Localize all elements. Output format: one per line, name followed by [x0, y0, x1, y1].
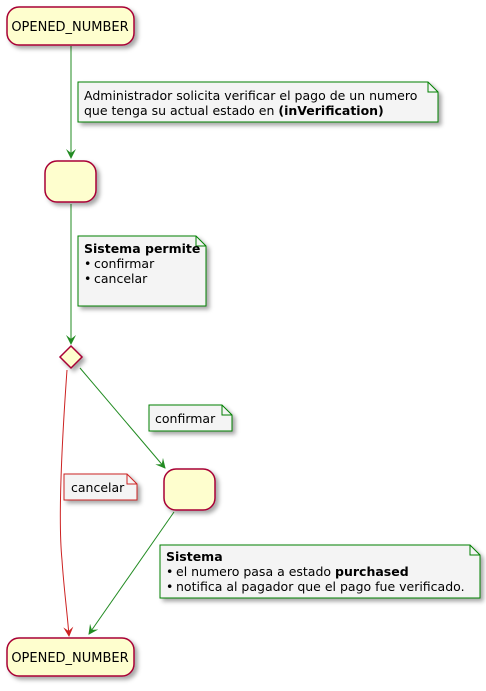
note-admin-line1: Administrador solicita verificar el pago…	[84, 88, 417, 103]
note-item-notifica: notifica al pagador que el pago fue veri…	[176, 579, 465, 594]
state-review	[44, 160, 97, 203]
state-label: OPENED_NUMBER	[11, 651, 128, 666]
note-item-cancelar: cancelar	[94, 271, 148, 286]
edge-choice-to-end-cancelar	[59, 369, 74, 637]
state-opened-number-start: OPENED_NUMBER	[6, 6, 135, 46]
note-cancelar-label: cancelar	[71, 480, 125, 495]
note-sistema-purchased: Sistema • el numero pasa a estado purcha…	[159, 544, 481, 599]
note-confirmar-label: confirmar	[155, 411, 216, 426]
note-item-purchased-bold: purchased	[335, 564, 409, 579]
note-item-purchased: el numero pasa a estado purchased	[176, 564, 409, 579]
note-cancelar: cancelar	[63, 473, 138, 501]
note-admin-line2: que tenga su actual estado en (inVerific…	[84, 103, 384, 118]
note-sistema-permite-title: Sistema permite	[84, 241, 200, 256]
note-bullet: •	[84, 271, 91, 286]
state-opened-number-end: OPENED_NUMBER	[6, 637, 135, 677]
state-label: OPENED_NUMBER	[11, 20, 128, 35]
note-bullet: •	[166, 564, 173, 579]
note-bullet: •	[166, 579, 173, 594]
edge-choice-to-confirm	[79, 367, 166, 469]
note-confirmar: confirmar	[148, 404, 233, 432]
note-admin-request: Administrador solicita verificar el pago…	[77, 81, 439, 123]
note-item-confirmar: confirmar	[94, 256, 155, 271]
note-bullet: •	[84, 256, 91, 271]
note-admin-line2-bold: (inVerification)	[278, 103, 383, 118]
note-sistema-title: Sistema	[166, 549, 223, 564]
edge-confirm-to-end	[88, 511, 175, 635]
note-sistema-permite: Sistema permite • confirmar • cancelar	[77, 235, 207, 307]
note-admin-line2-prefix: que tenga su actual estado en	[84, 103, 278, 118]
state-confirmed	[163, 468, 216, 511]
note-item-purchased-prefix: el numero pasa a estado	[176, 564, 335, 579]
choice-diamond	[58, 344, 84, 370]
